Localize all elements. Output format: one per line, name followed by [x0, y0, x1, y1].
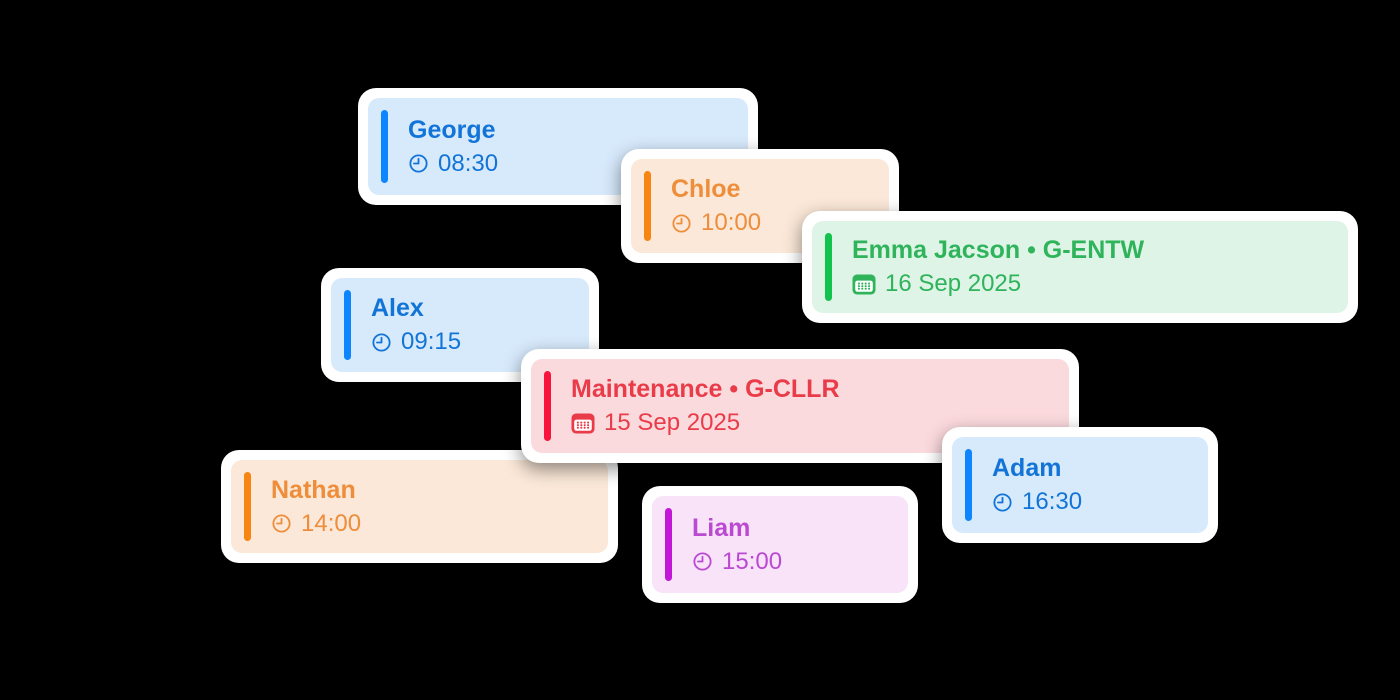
card-body: Emma Jacson • G-ENTW — [812, 221, 1348, 313]
card-meta-row: 16 Sep 2025 — [852, 270, 1144, 298]
accent-bar — [825, 233, 832, 301]
event-card-liam[interactable]: Liam — [642, 486, 918, 603]
clock-icon — [692, 551, 713, 572]
card-content: Chloe — [671, 168, 761, 244]
card-meta-row: 15 Sep 2025 — [571, 409, 840, 437]
card-meta-row: 10:00 — [671, 209, 762, 237]
card-content: Adam — [992, 446, 1082, 524]
card-title: Nathan — [271, 475, 356, 504]
accent-bar — [381, 110, 388, 183]
card-meta-text: 10:00 — [701, 209, 762, 237]
accent-bar — [965, 449, 972, 521]
accent-bar — [665, 508, 672, 581]
clock-icon — [371, 332, 392, 353]
calendar-icon — [571, 413, 595, 434]
card-meta-row: 08:30 — [408, 149, 499, 177]
accent-bar — [644, 171, 651, 241]
event-card-alex[interactable]: Alex — [321, 268, 599, 382]
card-body: Adam — [952, 437, 1208, 533]
card-meta-text: 15 Sep 2025 — [604, 409, 741, 437]
card-title: George — [408, 115, 496, 144]
card-meta-text: 16 Sep 2025 — [885, 270, 1022, 298]
event-card-maintenance[interactable]: Maintenance • G-CLLR — [521, 349, 1079, 463]
event-card-nathan[interactable]: Nathan — [221, 450, 618, 563]
card-content: Emma Jacson • G-ENTW — [852, 230, 1144, 304]
card-meta-row: 09:15 — [371, 328, 462, 356]
card-title: Adam — [992, 454, 1062, 483]
clock-icon — [671, 213, 692, 234]
calendar-icon — [852, 274, 876, 295]
card-meta-text: 08:30 — [438, 149, 499, 177]
card-title: Chloe — [671, 175, 741, 204]
card-content: Liam — [692, 505, 782, 584]
event-card-emma-jacson[interactable]: Emma Jacson • G-ENTW — [802, 211, 1358, 323]
card-meta-row: 15:00 — [692, 547, 783, 575]
accent-bar — [344, 290, 351, 360]
card-title: Alex — [371, 294, 424, 323]
card-meta-row: 16:30 — [992, 488, 1083, 516]
card-body: George — [368, 98, 748, 195]
card-meta-text: 16:30 — [1022, 488, 1083, 516]
card-meta-row: 14:00 — [271, 509, 362, 537]
clock-icon — [271, 513, 292, 534]
card-title: Emma Jacson • G-ENTW — [852, 236, 1145, 265]
event-card-george[interactable]: George — [358, 88, 758, 205]
card-title: Liam — [692, 513, 751, 542]
card-meta-text: 14:00 — [301, 509, 362, 537]
card-title: Maintenance • G-CLLR — [571, 375, 840, 404]
clock-icon — [408, 153, 429, 174]
card-meta-text: 15:00 — [722, 547, 783, 575]
clock-icon — [992, 492, 1013, 513]
card-content: Maintenance • G-CLLR — [571, 368, 840, 444]
card-content: Alex — [371, 287, 461, 363]
accent-bar — [244, 472, 251, 541]
card-content: George — [408, 107, 498, 186]
card-body: Nathan — [231, 460, 608, 553]
card-meta-text: 09:15 — [401, 328, 462, 356]
card-body: Liam — [652, 496, 908, 593]
card-content: Nathan — [271, 469, 361, 544]
event-card-adam[interactable]: Adam — [942, 427, 1218, 543]
accent-bar — [544, 371, 551, 441]
